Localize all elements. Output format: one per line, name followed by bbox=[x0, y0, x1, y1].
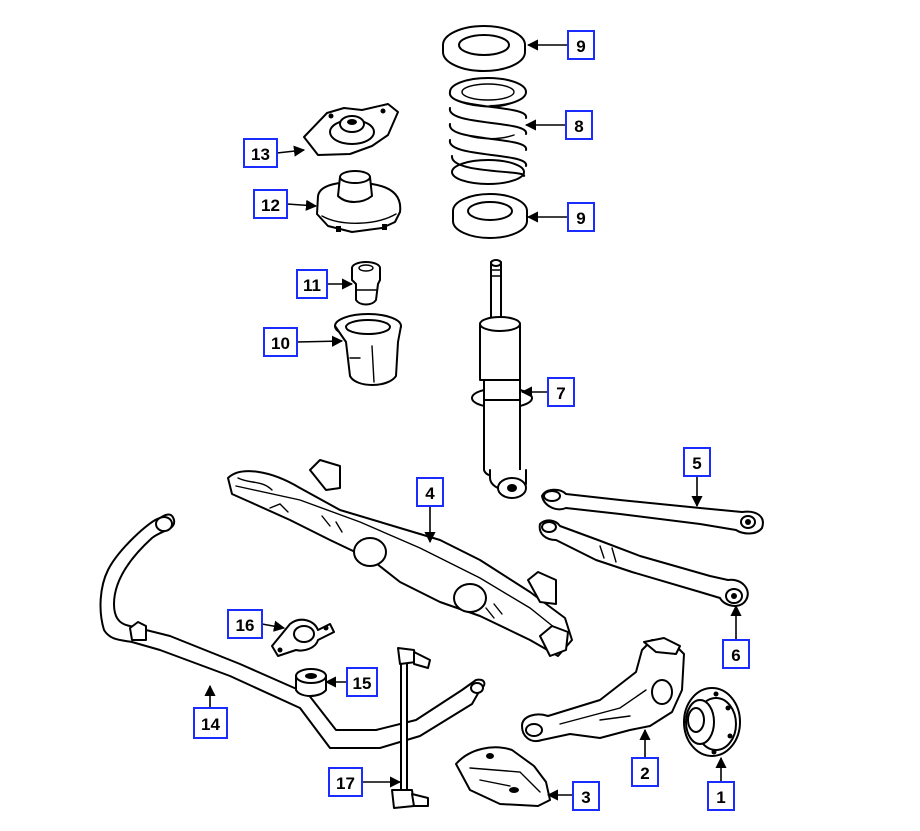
bump-stop-mount bbox=[316, 170, 402, 233]
strut-mount bbox=[303, 103, 399, 156]
callout-10-label: 10 bbox=[271, 334, 290, 353]
bushing bbox=[295, 668, 327, 697]
bump-stop-small bbox=[351, 261, 381, 306]
callout-7-label: 7 bbox=[556, 384, 565, 403]
callout-8-label: 8 bbox=[574, 117, 583, 136]
callout-13: 13 bbox=[243, 138, 278, 168]
callout-16: 16 bbox=[227, 609, 263, 639]
callout-5: 5 bbox=[683, 447, 711, 477]
callout-15: 15 bbox=[346, 667, 378, 697]
callout-14-label: 14 bbox=[201, 715, 220, 734]
bushing-clamp bbox=[271, 618, 335, 657]
callout-8: 8 bbox=[565, 110, 593, 140]
callout-17-label: 17 bbox=[336, 774, 355, 793]
callout-5-label: 5 bbox=[692, 454, 701, 473]
callout-4-label: 4 bbox=[425, 484, 435, 503]
callout-17: 17 bbox=[328, 767, 363, 797]
callout-13-label: 13 bbox=[251, 145, 270, 164]
callout-11-label: 11 bbox=[303, 276, 321, 295]
spring-seat-top bbox=[442, 25, 526, 72]
stabilizer-bar bbox=[99, 513, 486, 749]
dust-boot bbox=[334, 313, 402, 386]
wheel-hub bbox=[683, 687, 741, 757]
spring-seat-bottom bbox=[452, 193, 528, 239]
callout-9-top-label: 9 bbox=[576, 37, 585, 56]
callout-1-label: 1 bbox=[716, 788, 725, 807]
shock-absorber bbox=[471, 259, 533, 499]
callout-9-bottom-label: 9 bbox=[576, 209, 585, 228]
callout-2-label: 2 bbox=[640, 764, 649, 783]
callout-9-top: 9 bbox=[567, 30, 595, 60]
stabilizer-link bbox=[391, 647, 431, 809]
upper-control-arm bbox=[541, 488, 764, 535]
trailing-arm bbox=[521, 637, 685, 742]
callout-9-bottom: 9 bbox=[567, 202, 595, 232]
callout-16-label: 16 bbox=[236, 616, 255, 635]
callout-15-label: 15 bbox=[353, 674, 372, 693]
coil-spring bbox=[449, 77, 527, 185]
callout-3: 3 bbox=[572, 781, 600, 811]
callout-11: 11 bbox=[296, 269, 328, 299]
leader-lines bbox=[204, 39, 742, 801]
callout-7: 7 bbox=[547, 377, 575, 407]
callout-2: 2 bbox=[631, 757, 659, 787]
callout-10: 10 bbox=[263, 327, 298, 357]
callout-1: 1 bbox=[707, 781, 735, 811]
callout-6: 6 bbox=[722, 639, 750, 669]
callout-6-label: 6 bbox=[731, 646, 740, 665]
crossmember bbox=[227, 459, 573, 657]
callout-3-label: 3 bbox=[581, 788, 590, 807]
bracket bbox=[455, 746, 551, 807]
callout-4: 4 bbox=[416, 477, 444, 507]
callout-12-label: 12 bbox=[261, 196, 280, 215]
lower-link bbox=[538, 519, 749, 607]
callout-14: 14 bbox=[193, 707, 228, 739]
callout-12: 12 bbox=[253, 189, 288, 219]
